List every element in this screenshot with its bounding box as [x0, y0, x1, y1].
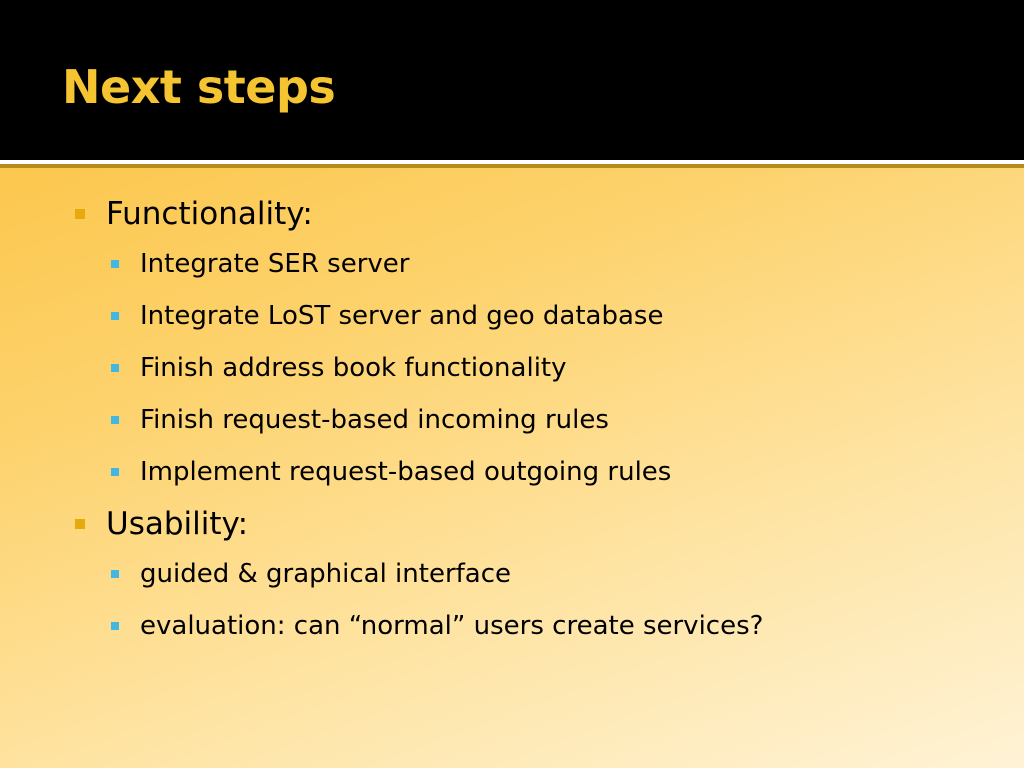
- square-bullet-icon: [75, 209, 85, 219]
- square-bullet-icon: [111, 312, 119, 320]
- list-item: Implement request-based outgoing rules: [106, 446, 992, 498]
- list-item-text: Implement request-based outgoing rules: [140, 457, 672, 487]
- square-bullet-icon: [75, 519, 85, 529]
- square-bullet-icon: [111, 468, 119, 476]
- sub-bullet-list: guided & graphical interface evaluation:…: [106, 548, 992, 652]
- list-item-text: Integrate LoST server and geo database: [140, 301, 664, 331]
- section-usability: Usability: guided & graphical interface …: [72, 502, 992, 652]
- list-item: guided & graphical interface: [106, 548, 992, 600]
- section-label: Functionality:: [106, 196, 313, 232]
- square-bullet-icon: [111, 416, 119, 424]
- title-divider: [0, 160, 1024, 164]
- list-item-text: Finish request-based incoming rules: [140, 405, 609, 435]
- list-item: Finish address book functionality: [106, 342, 992, 394]
- list-item: Integrate LoST server and geo database: [106, 290, 992, 342]
- sub-bullet-list: Integrate SER server Integrate LoST serv…: [106, 238, 992, 498]
- list-item-text: evaluation: can “normal” users create se…: [140, 611, 764, 641]
- title-bar: Next steps: [0, 0, 1024, 160]
- title-divider-shadow: [0, 164, 1024, 168]
- list-item: Finish request-based incoming rules: [106, 394, 992, 446]
- list-item-text: Integrate SER server: [140, 249, 410, 279]
- section-label: Usability:: [106, 506, 249, 542]
- list-item: evaluation: can “normal” users create se…: [106, 600, 992, 652]
- list-item-text: Finish address book functionality: [140, 353, 567, 383]
- square-bullet-icon: [111, 622, 119, 630]
- bullet-list: Functionality: Integrate SER server Inte…: [72, 192, 992, 656]
- slide-title: Next steps: [62, 60, 336, 114]
- section-functionality: Functionality: Integrate SER server Inte…: [72, 192, 992, 498]
- square-bullet-icon: [111, 260, 119, 268]
- square-bullet-icon: [111, 570, 119, 578]
- list-item-text: guided & graphical interface: [140, 559, 512, 589]
- content-area: Functionality: Integrate SER server Inte…: [0, 168, 1024, 768]
- list-item: Integrate SER server: [106, 238, 992, 290]
- square-bullet-icon: [111, 364, 119, 372]
